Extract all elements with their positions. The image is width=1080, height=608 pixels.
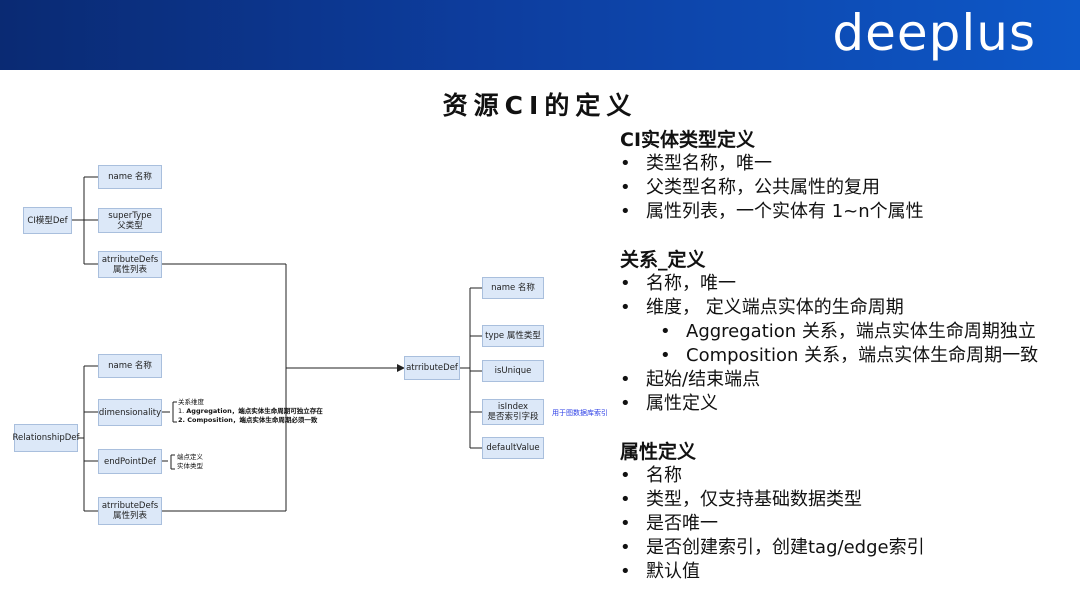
attr-item-1: 名称 (620, 464, 1080, 488)
ci-model-def-box: CI模型Def (23, 207, 72, 234)
attribute-def-box: atrributeDef (404, 356, 460, 380)
deeplus-logo: deeplus (832, 4, 1036, 62)
rel-name-label: name 名称 (108, 361, 152, 371)
ci-supertype-label: superType (108, 210, 152, 221)
slide-title: 资源CI的定义 (442, 91, 638, 120)
endpoint-note-line2: 实体类型 (177, 462, 203, 470)
ci-attrdefs-sublabel: 属性列表 (112, 264, 147, 275)
dim-note-aggregation: Aggregation (186, 407, 232, 415)
rel-attrdefs-sublabel: 属性列表 (112, 511, 147, 521)
index-note: 用于图数据库索引 (552, 409, 608, 417)
ci-name-box: name 名称 (98, 165, 162, 189)
attr-section-title: 属性定义 (620, 441, 697, 463)
attr-index-box: isIndex 是否索引字段 (482, 399, 544, 425)
ci-section-title: CI实体类型定义 (620, 129, 756, 151)
attr-item-3: 是否唯一 (620, 512, 1080, 536)
rel-endpoint-label: endPointDef (104, 456, 156, 467)
attr-default-box: defaultValue (482, 437, 544, 459)
rel-dimensionality-label: dimensionality (98, 407, 162, 418)
rel-subitem-2: Composition 关系，端点实体生命周期一致 (620, 344, 1080, 368)
definition-panel: CI实体类型定义 类型名称，唯一 父类型名称，公共属性的复用 属性列表，一个实体… (620, 128, 1080, 584)
relationship-def-box: RelationshipDef (12, 424, 80, 452)
rel-dimensionality-box: dimensionality (98, 399, 162, 426)
ci-item-1: 类型名称，唯一 (620, 152, 1080, 176)
attr-name-box: name 名称 (482, 277, 544, 299)
rel-endpoint-box: endPointDef (98, 449, 162, 474)
rel-name-box: name 名称 (98, 354, 162, 378)
ci-supertype-box: superType 父类型 (98, 208, 162, 233)
relationship-def-label: RelationshipDef (12, 433, 80, 443)
dim-note-line2-rest: ，端点实体生命周期必须一致 (232, 416, 318, 424)
attr-item-2: 类型，仅支持基础数据类型 (620, 488, 1080, 512)
attr-item-4: 是否创建索引，创建tag/edge索引 (620, 536, 1080, 560)
header-banner: deeplus (0, 0, 1080, 70)
rel-item-3: 起始/结束端点 (620, 368, 1080, 392)
rel-attrdefs-box: atrributeDefs 属性列表 (98, 497, 162, 525)
attr-name-label: name 名称 (491, 283, 535, 293)
attr-index-label: isIndex (497, 402, 529, 412)
ci-attrdefs-label: atrributeDefs (101, 254, 159, 265)
endpoint-note-line1: 端点定义 (177, 453, 203, 461)
dimensionality-note: 关系维度 1. Aggregation，端点实体生命周期可独立存在 2. Com… (178, 398, 323, 425)
ci-item-2: 父类型名称，公共属性的复用 (620, 176, 1080, 200)
ci-attrdefs-box: atrributeDefs 属性列表 (98, 251, 162, 278)
attr-type-box: type 属性类型 (482, 325, 544, 347)
dim-note-composition: Composition (187, 416, 233, 424)
rel-attrdefs-label: atrributeDefs (101, 501, 159, 511)
rel-item-1: 名称，唯一 (620, 272, 1080, 296)
attribute-def-label: atrributeDef (406, 363, 458, 373)
ci-supertype-sublabel: 父类型 (117, 220, 143, 231)
rel-item-4: 属性定义 (620, 392, 1080, 416)
rel-subitem-1: Aggregation 关系，端点实体生命周期独立 (620, 320, 1080, 344)
ci-name-label: name 名称 (108, 172, 152, 182)
rel-item-2: 维度， 定义端点实体的生命周期 (620, 296, 1080, 320)
dim-note-line2-prefix: 2. (178, 416, 188, 424)
dim-note-line1-prefix: 1. (178, 407, 187, 415)
dim-note-line1-rest: ，端点实体生命周期可独立存在 (231, 407, 323, 415)
attr-index-sublabel: 是否索引字段 (487, 412, 539, 422)
endpoint-note: 端点定义 实体类型 (177, 453, 203, 471)
attr-item-5: 默认值 (620, 560, 1080, 584)
attr-unique-box: isUnique (482, 360, 544, 382)
ci-model-def-label: CI模型Def (27, 215, 68, 226)
attr-type-label: type 属性类型 (485, 331, 541, 341)
ci-item-3: 属性列表，一个实体有 1~n个属性 (620, 200, 1080, 224)
rel-section-title: 关系_定义 (620, 249, 706, 271)
attr-default-label: defaultValue (486, 443, 540, 453)
attr-unique-label: isUnique (494, 366, 532, 376)
dim-note-title: 关系维度 (178, 398, 204, 406)
